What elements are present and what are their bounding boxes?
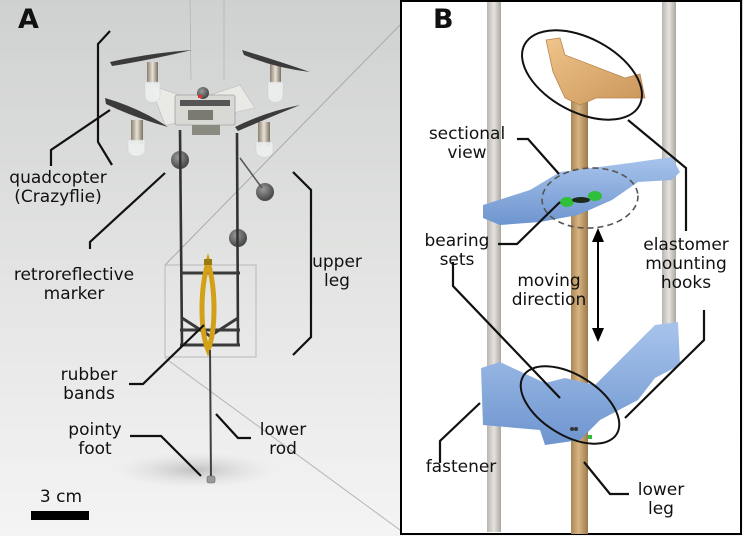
label-line: marker xyxy=(43,284,105,304)
lower-fastener-part xyxy=(481,322,680,445)
leg-rod-right xyxy=(235,132,240,346)
label-line: sets xyxy=(439,250,475,270)
label-pointy-foot: pointy foot xyxy=(63,421,127,459)
arrow-head-up xyxy=(592,228,604,242)
screw-hole xyxy=(574,427,578,431)
label-line: bands xyxy=(63,384,115,404)
label-sectional-view: sectional view xyxy=(418,125,516,163)
label-bearing-sets: bearing sets xyxy=(418,232,496,270)
label-line: elastomer xyxy=(643,235,729,255)
upper-leg-rod xyxy=(571,90,588,534)
panel-a-leader-lines xyxy=(49,30,313,477)
label-line: moving xyxy=(517,271,581,291)
upper-fastener-part xyxy=(483,157,680,225)
label-line: direction xyxy=(511,290,587,310)
quadcopter xyxy=(105,50,310,158)
label-line: rubber xyxy=(60,365,118,385)
leg-rod-left xyxy=(178,129,184,346)
panel-b-leader-lines xyxy=(438,119,706,496)
rubber-band-top xyxy=(204,259,212,265)
rubber-band xyxy=(199,252,217,357)
lower-rod xyxy=(209,349,212,479)
label-fastener: fastener xyxy=(425,457,497,477)
panel-a-letter: A xyxy=(18,4,39,35)
label-lower-rod: lower rod xyxy=(254,421,312,459)
fastener-highlight-ellipse xyxy=(519,365,621,445)
label-line: foot xyxy=(78,439,112,459)
marker-stalk xyxy=(239,157,263,189)
label-quadcopter: quadcopter (Crazyflie) xyxy=(0,169,116,207)
label-line: (Crazyflie) xyxy=(14,187,102,207)
label-line: retroreflective xyxy=(13,265,135,285)
bearing-sets xyxy=(560,191,602,207)
scale-bar-label: 3 cm xyxy=(39,487,83,507)
label-moving-direction: moving direction xyxy=(505,272,593,310)
pointy-foot xyxy=(206,475,216,484)
label-line: mounting xyxy=(645,254,727,274)
label-line: hooks xyxy=(660,273,712,293)
hook-highlight-ellipse xyxy=(521,29,643,121)
green-marker xyxy=(588,435,592,439)
arrow-head-down xyxy=(592,328,604,342)
label-line: quadcopter xyxy=(9,168,107,188)
label-line: upper xyxy=(312,252,362,272)
label-upper-leg: upper leg xyxy=(312,253,362,291)
label-line: rod xyxy=(269,439,297,459)
label-line: leg xyxy=(648,499,674,519)
label-rubber-bands: rubber bands xyxy=(55,366,123,404)
label-line: leg xyxy=(324,271,350,291)
panel-b-letter: B xyxy=(433,4,454,35)
sectional-view-ellipse xyxy=(541,167,639,229)
label-line: lower xyxy=(259,420,307,440)
zoom-connector-bottom xyxy=(164,357,401,531)
label-line: pointy xyxy=(68,420,122,440)
label-retroreflective-marker: retroreflective marker xyxy=(0,266,148,304)
elastomer-hook xyxy=(545,37,646,106)
retroreflective-marker xyxy=(256,183,274,201)
scale-bar xyxy=(31,511,89,520)
label-line: sectional xyxy=(428,124,506,144)
label-line: view xyxy=(447,143,487,163)
tether-string xyxy=(189,0,192,81)
label-lower-leg: lower leg xyxy=(636,481,686,519)
label-line: bearing xyxy=(424,231,490,251)
zoom-connector-top xyxy=(164,24,401,266)
label-line: lower xyxy=(637,480,685,500)
label-elastomer-mounting-hooks: elastomer mounting hooks xyxy=(632,236,740,293)
screw-hole xyxy=(570,427,574,431)
panel-b xyxy=(400,0,742,535)
